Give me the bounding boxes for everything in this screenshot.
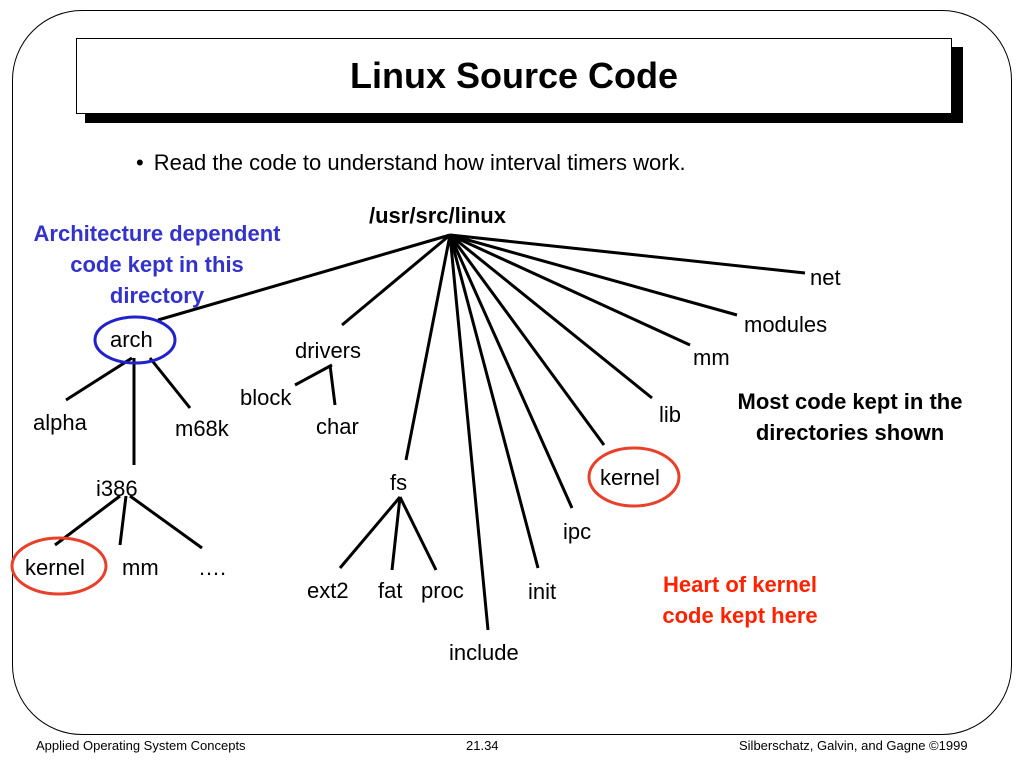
node-m68k: m68k: [175, 416, 229, 441]
edge-root-arch: [157, 233, 451, 322]
edge-root-modules: [449, 233, 738, 317]
slide-frame: [12, 10, 1012, 735]
edge-i386-mm: [118, 495, 128, 546]
slide-title: Linux Source Code: [349, 55, 679, 96]
node-drivers: drivers: [295, 338, 362, 363]
node-fat: fat: [378, 578, 403, 603]
arch-note-line-2: code kept in this: [70, 252, 244, 277]
node-net: net: [810, 265, 841, 290]
heart-note: Heart of kernel code kept here: [640, 569, 840, 631]
arch-note-line-1: Architecture dependent: [33, 221, 281, 246]
kernel-highlight-circle: [587, 446, 681, 508]
node-mm: mm: [693, 345, 730, 370]
edge-arch-m68k: [148, 357, 192, 409]
heart-note-line-1: Heart of kernel: [662, 572, 818, 597]
edge-drivers-block: [294, 363, 333, 387]
edge-root-fs: [404, 234, 452, 461]
node-modules: modules: [744, 312, 828, 337]
node-init: init: [528, 579, 557, 604]
node-block: block: [240, 385, 292, 410]
edge-root-mm: [449, 233, 691, 347]
edge-fs-fat: [390, 496, 402, 571]
node-alpha: alpha: [33, 410, 87, 435]
node-proc: proc: [421, 578, 464, 603]
footer-page-number: 21.34: [466, 738, 499, 753]
node-fs: fs: [390, 470, 408, 495]
edge-root-net: [449, 233, 806, 275]
edge-root-ipc: [448, 234, 574, 509]
edge-arch-alpha: [65, 356, 133, 402]
edge-root-init: [448, 234, 540, 569]
footer-left: Applied Operating System Concepts: [36, 738, 246, 753]
node-include: include: [449, 640, 519, 665]
footer-right: Silberschatz, Galvin, and Gagne ©1999: [739, 738, 968, 753]
edge-root-drivers: [341, 233, 451, 327]
arch-note: Architecture dependent code kept in this…: [13, 218, 301, 311]
edge-i386-more: [129, 494, 203, 550]
bullet-dot-icon: •: [136, 150, 144, 175]
node-arch: arch: [110, 327, 153, 352]
bullet-text: Read the code to understand how interval…: [153, 150, 686, 175]
node-char: char: [316, 414, 359, 439]
edge-fs-ext2: [338, 496, 402, 569]
node-lib: lib: [659, 402, 682, 427]
node-i386-kernel: kernel: [25, 555, 85, 580]
heart-note-line-2: code kept here: [662, 603, 818, 628]
edge-root-kernel: [448, 234, 606, 446]
node-ipc: ipc: [563, 519, 592, 544]
node-root: /usr/src/linux: [369, 203, 506, 228]
edge-fs-proc: [398, 496, 438, 571]
i386-kernel-highlight-circle: [10, 536, 108, 596]
node-i386-more: ….: [198, 555, 227, 580]
most-code-note: Most code kept in the directories shown: [712, 386, 988, 448]
node-i386: i386: [96, 476, 138, 501]
node-i386-mm: mm: [122, 555, 159, 580]
edge-root-include: [448, 234, 490, 631]
most-code-note-line-2: directories shown: [755, 420, 945, 445]
arch-note-line-3: directory: [109, 283, 205, 308]
node-ext2: ext2: [307, 578, 349, 603]
title-box: Linux Source Code: [76, 38, 952, 114]
tree-edges: [54, 233, 806, 631]
most-code-note-line-1: Most code kept in the: [737, 389, 963, 414]
edge-root-lib: [449, 233, 653, 400]
node-kernel: kernel: [600, 465, 660, 490]
bullet-item: • Read the code to understand how interv…: [136, 150, 686, 176]
arch-highlight-circle: [93, 315, 177, 365]
edge-drivers-char: [328, 364, 337, 406]
